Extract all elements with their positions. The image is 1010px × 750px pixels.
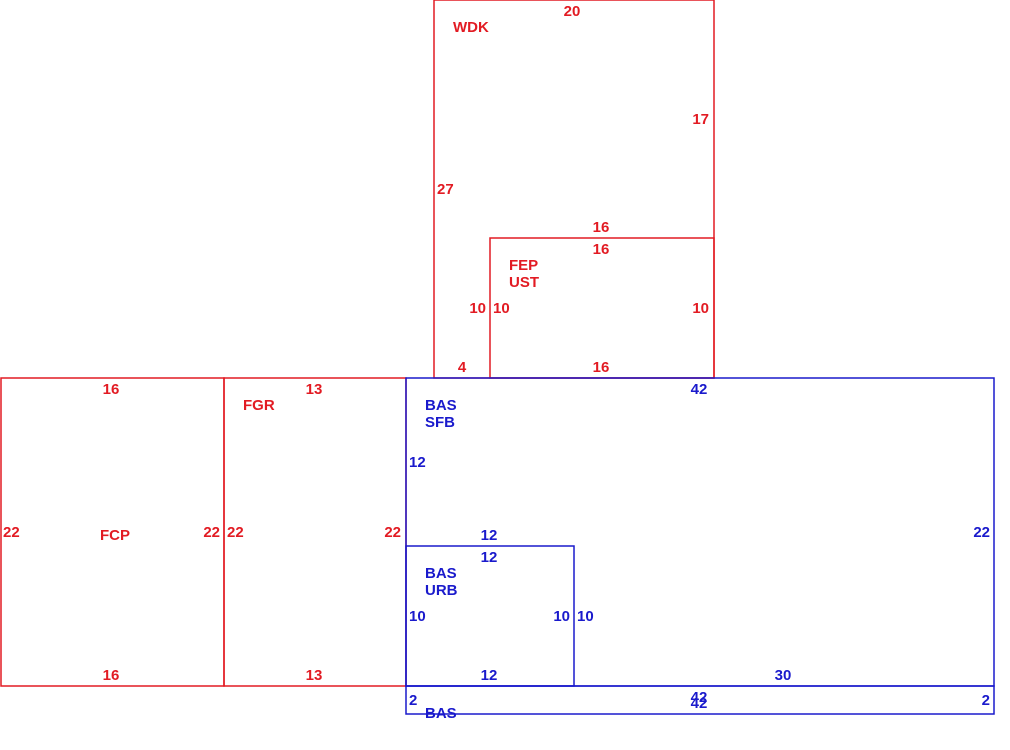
wdk-dim-right: 17 [692,111,709,128]
fcp-label: FCP [100,527,130,544]
fgr-label: FGR [243,397,275,414]
fep-area: FEP UST 16 16 10 10 10 16 [469,219,715,379]
fep-dim-right: 10 [692,300,709,317]
fgr-dim-bottom: 13 [306,667,323,684]
bas-main-dim-left: 12 [409,454,426,471]
wdk-label: WDK [453,19,489,36]
fep-dim-left-inner: 10 [493,300,510,317]
bas-urb-dim-left: 10 [409,608,426,625]
fep-label-line2: UST [509,274,539,291]
bas-main-label-line1: BAS [425,397,457,414]
bas-strip-dim-top: 42 [691,689,708,706]
fep-dim-top-outer: 16 [593,219,610,236]
bas-main-label-line2: SFB [425,414,455,431]
bas-urb-dim-top-outer: 12 [481,527,498,544]
bas-urb-dim-right-inner: 10 [553,608,570,625]
bas-strip-outline [405,685,995,715]
bas-urb-area: BAS URB 12 12 10 10 10 12 [405,527,594,687]
bas-urb-dim-bottom: 12 [481,667,498,684]
fcp-dim-left: 22 [3,524,20,541]
fgr-dim-top: 13 [306,381,323,398]
fep-dim-left-outer: 10 [469,300,486,317]
bas-urb-dim-right-outer: 10 [577,608,594,625]
bas-strip-dim-left: 2 [409,692,417,709]
bas-strip-dim-bottom: 42 [691,695,708,712]
fgr-dim-right: 22 [384,524,401,541]
bas-main-area: BAS SFB 42 12 22 30 [405,377,995,687]
fep-dim-bottom: 16 [593,359,610,376]
bas-strip-area: BAS 42 42 2 2 [405,685,995,722]
bas-urb-dim-top-inner: 12 [481,549,498,566]
wdk-area: WDK 20 17 27 4 [433,0,715,379]
fep-label-line1: FEP [509,257,538,274]
bas-main-dim-top: 42 [691,381,708,398]
fep-dim-top-inner: 16 [593,241,610,258]
bas-strip-dim-right: 2 [982,692,990,709]
fgr-area: FGR 13 13 22 22 [223,377,407,687]
bas-urb-label-line2: URB [425,582,458,599]
fcp-dim-right: 22 [203,524,220,541]
fcp-dim-bottom: 16 [103,667,120,684]
bas-urb-label-line1: BAS [425,565,457,582]
bas-main-dim-bottom: 30 [775,667,792,684]
bas-strip-label: BAS [425,705,457,722]
wdk-dim-left: 27 [437,181,454,198]
fgr-dim-left: 22 [227,524,244,541]
fgr-outline [223,377,407,687]
fcp-area: FCP 16 16 22 22 [0,377,225,687]
wdk-outline [433,0,715,379]
fcp-dim-top: 16 [103,381,120,398]
bas-main-dim-right: 22 [973,524,990,541]
wdk-dim-bottom: 4 [458,359,467,376]
wdk-dim-top: 20 [564,3,581,20]
